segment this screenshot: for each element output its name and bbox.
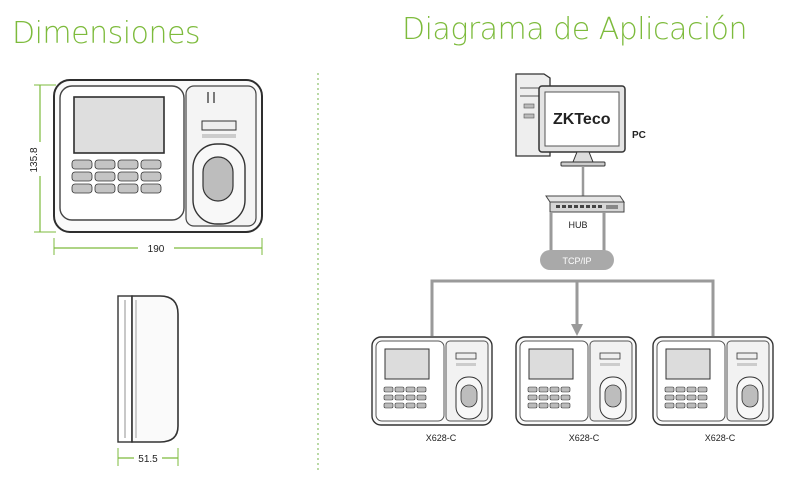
terminal-device-1 bbox=[371, 336, 493, 426]
depth-dimension: 51.5 bbox=[117, 448, 179, 466]
terminal-label-1: X628-C bbox=[426, 433, 457, 443]
height-dimension: 135.8 bbox=[26, 84, 56, 233]
terminal-label-3: X628-C bbox=[705, 433, 736, 443]
device-keypad bbox=[71, 159, 162, 194]
connection-arrow bbox=[571, 324, 583, 336]
pc-label: PC bbox=[632, 130, 646, 141]
network-cables bbox=[430, 212, 715, 336]
network-hub bbox=[545, 195, 625, 213]
height-value: 135.8 bbox=[29, 147, 40, 172]
hub-label: HUB bbox=[568, 220, 587, 230]
depth-value: 51.5 bbox=[138, 454, 158, 465]
terminal-device-3 bbox=[652, 336, 774, 426]
terminal-device-2 bbox=[515, 336, 637, 426]
dimensions-heading: Dimensiones bbox=[12, 16, 201, 51]
tcpip-badge bbox=[540, 250, 614, 270]
application-diagram-heading: Diagrama de Aplicación bbox=[402, 12, 748, 47]
width-value: 190 bbox=[148, 244, 165, 255]
width-dimension: 190 bbox=[53, 238, 263, 255]
pc-brand-logo: ZKTeco bbox=[553, 111, 611, 128]
terminal-label-2: X628-C bbox=[569, 433, 600, 443]
device-screen bbox=[73, 96, 165, 154]
pc-monitor: ZKTeco bbox=[538, 85, 626, 167]
device-front-view bbox=[53, 79, 263, 233]
device-side-view bbox=[117, 295, 179, 443]
tcpip-label: TCP/IP bbox=[562, 256, 591, 266]
